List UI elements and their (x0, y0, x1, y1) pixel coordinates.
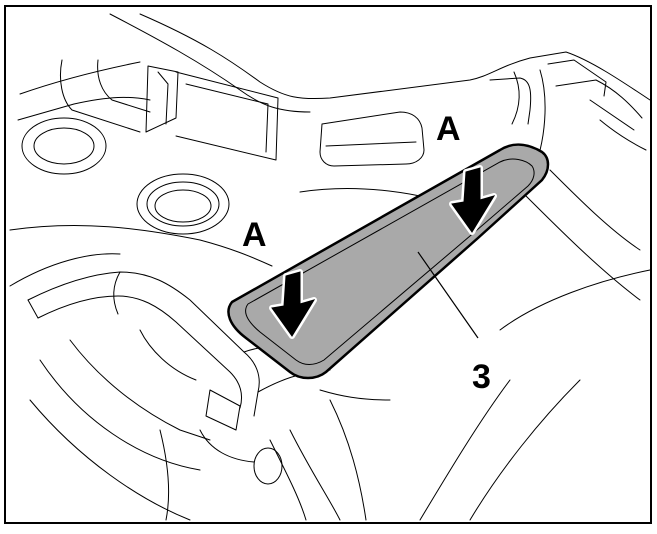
arrow-down-icon (449, 165, 497, 235)
label-part-3: 3 (472, 358, 491, 396)
sealing-pad (227, 143, 550, 380)
arrow-down-icon (269, 269, 317, 339)
floor-panel-line-art (9, 13, 651, 521)
figure-frame (4, 5, 652, 524)
sealing-pad-outer (227, 143, 550, 380)
label-area-a-left: A (242, 216, 267, 254)
part-3-leader-line (417, 251, 479, 339)
label-area-a-top: A (436, 110, 461, 148)
sealing-pad-inner-edge (245, 158, 535, 365)
